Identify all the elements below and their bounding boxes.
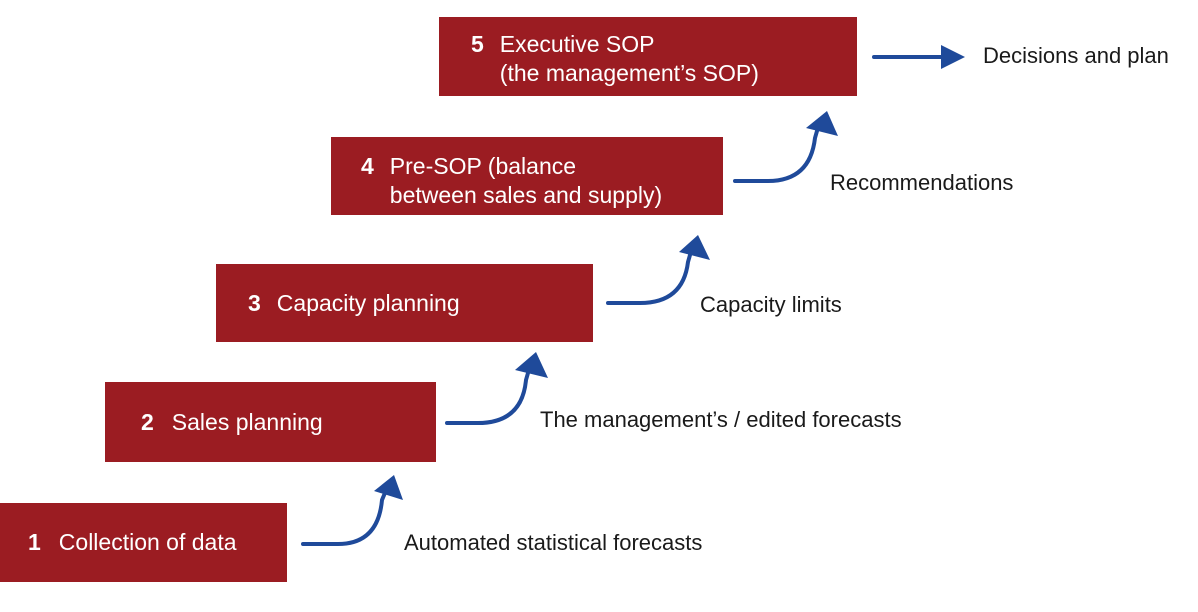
step-box-sales-planning: 2 Sales planning — [105, 382, 436, 462]
step-label: Capacity planning — [276, 289, 460, 316]
output-label: Recommendations — [830, 170, 1014, 195]
step-box-executive-sop: 5 Executive SOP (the management’s SOP) — [439, 17, 857, 96]
curved-arrow-icon — [301, 486, 389, 546]
step-label: Pre-SOP (balance between sales and suppl… — [389, 153, 663, 208]
arrowhead-icon — [941, 45, 965, 69]
curved-arrow-icon — [445, 364, 532, 425]
step-box-capacity-planning: 3 Capacity planning — [216, 264, 593, 342]
output-label: The management’s / edited forecasts — [540, 407, 902, 432]
curved-arrow-icon — [733, 122, 821, 183]
arrowhead-icon — [515, 352, 548, 378]
step-number: 4 — [361, 153, 374, 179]
output-label: Capacity limits — [700, 292, 842, 317]
curved-arrow-icon — [606, 246, 694, 305]
step-label: Collection of data — [58, 529, 237, 555]
arrowhead-icon — [374, 475, 403, 500]
step-label: Executive SOP (the management’s SOP) — [499, 31, 759, 86]
output-label: Automated statistical forecasts — [404, 530, 703, 555]
step-number: 3 — [248, 289, 261, 316]
step-box-pre-sop: 4 Pre-SOP (balance between sales and sup… — [331, 137, 723, 215]
step-number: 5 — [471, 31, 484, 57]
arrowhead-icon — [806, 111, 838, 136]
arrowhead-icon — [679, 235, 710, 260]
output-label: Decisions and plan — [983, 43, 1169, 68]
step-number: 1 — [28, 529, 41, 555]
step-label: Sales planning — [171, 408, 323, 435]
step-number: 2 — [141, 408, 154, 435]
step-box-collection-of-data: 1 Collection of data — [0, 503, 287, 582]
